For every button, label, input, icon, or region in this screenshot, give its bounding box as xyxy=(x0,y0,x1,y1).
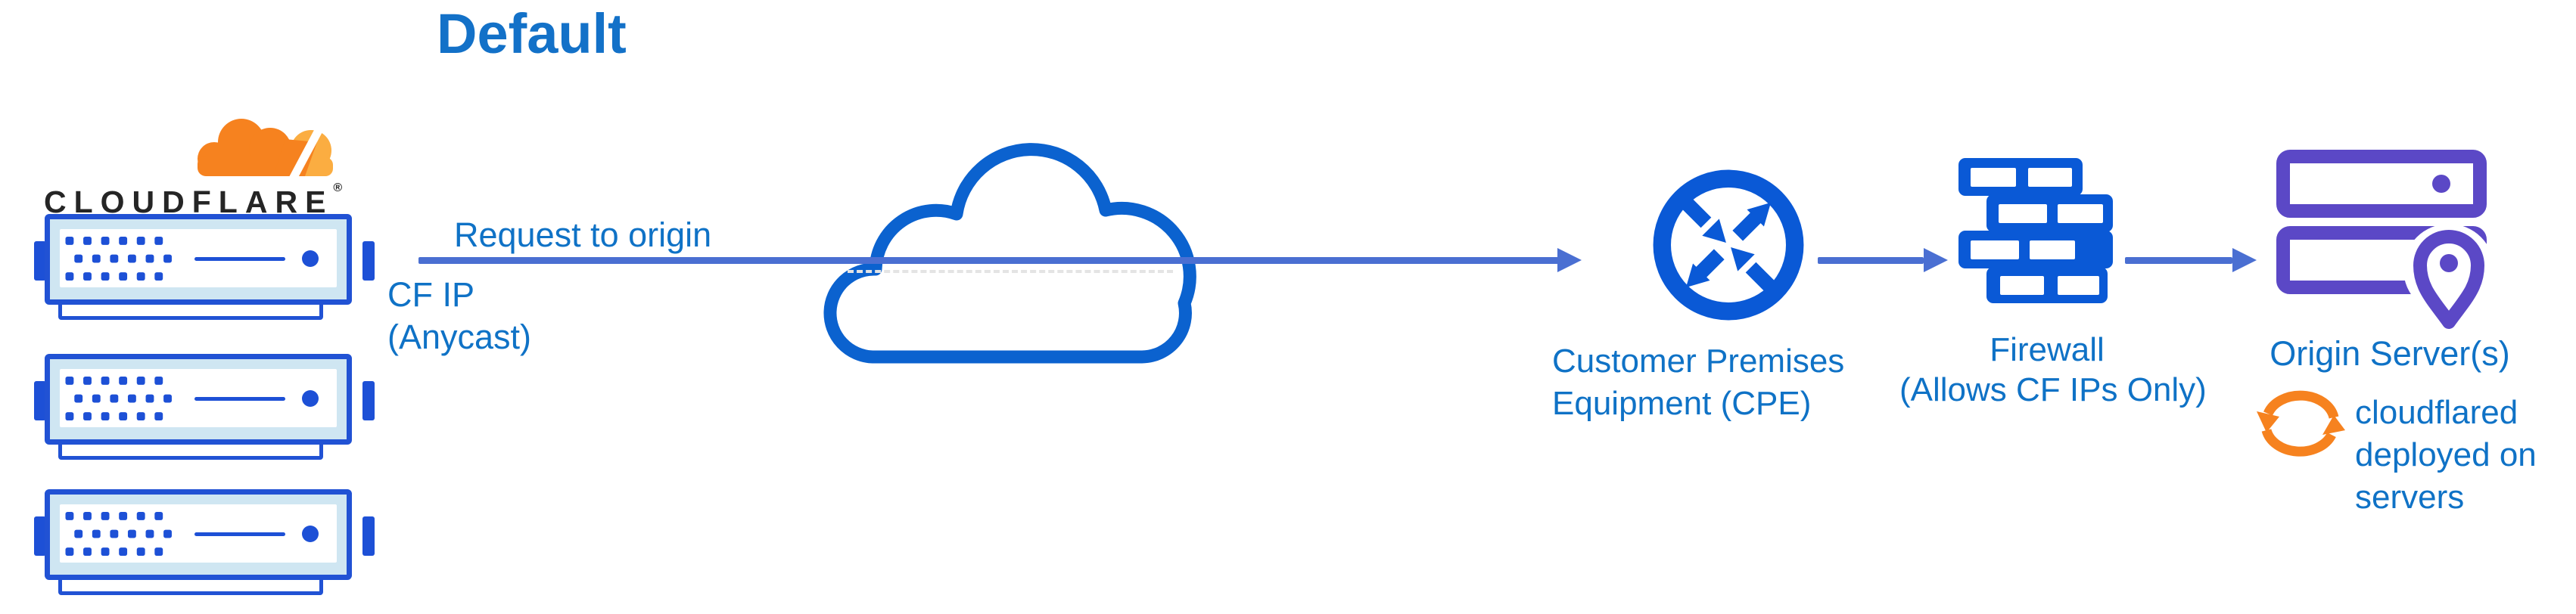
cloudflared-note: cloudflared deployed on servers xyxy=(2355,392,2537,519)
cpe-to-firewall-line xyxy=(1818,257,1924,264)
server-slot-line xyxy=(194,532,285,536)
server-body xyxy=(45,354,352,445)
registered-trademark: ® xyxy=(333,181,343,194)
server-led-dot xyxy=(302,526,319,542)
origin-server-icon xyxy=(2276,150,2491,329)
cloudflare-server-3 xyxy=(34,489,375,597)
server-vent-dots-icon xyxy=(65,377,172,420)
firewall-to-origin-arrowhead-icon xyxy=(2232,248,2257,272)
request-line xyxy=(418,257,1559,264)
server-body xyxy=(45,214,352,305)
diagram-title: Default xyxy=(437,2,627,65)
request-to-origin-label: Request to origin xyxy=(454,216,712,254)
firewall-label-line-2: (Allows CF IPs Only) xyxy=(1899,371,2207,408)
server-vent-dots-icon xyxy=(65,512,172,556)
origin-label: Origin Server(s) xyxy=(2270,334,2510,373)
cloudflare-server-2 xyxy=(34,354,375,461)
cloudflare-server-1 xyxy=(34,214,375,321)
cloudflare-logo-cloud-icon xyxy=(198,119,333,180)
cpe-label-line-1: Customer Premises xyxy=(1552,343,1845,380)
server-body xyxy=(45,489,352,580)
server-led-dot xyxy=(302,390,319,407)
cpe-label: Customer Premises Equipment (CPE) xyxy=(1552,340,1844,425)
cpe-to-firewall-arrowhead-icon xyxy=(1924,248,1948,272)
firewall-to-origin-line xyxy=(2125,257,2232,264)
cf-ip-line-2: (Anycast) xyxy=(387,318,532,356)
cloudflared-sync-icon xyxy=(2257,390,2345,457)
server-left-tab xyxy=(34,516,46,556)
cpe-router-icon xyxy=(1653,169,1804,321)
cloudflared-note-line-2: deployed on xyxy=(2355,436,2537,473)
server-faceplate xyxy=(60,369,337,427)
server-slot-line xyxy=(194,257,285,261)
server-faceplate xyxy=(60,504,337,563)
cpe-label-line-2: Equipment (CPE) xyxy=(1552,385,1812,422)
server-slot-line xyxy=(194,397,285,401)
internet-cloud-icon xyxy=(823,143,1196,364)
server-left-tab xyxy=(34,381,46,420)
cloudflare-wordmark-text: CLOUDFLARE xyxy=(44,185,334,219)
cloudflared-note-line-1: cloudflared xyxy=(2355,394,2518,431)
cf-ip-anycast-label: CF IP (Anycast) xyxy=(387,274,531,358)
server-led-dot xyxy=(302,250,319,267)
firewall-label-line-1: Firewall xyxy=(1990,331,2105,368)
server-faceplate xyxy=(60,229,337,287)
server-right-tab xyxy=(362,241,375,281)
cloudflared-note-line-3: servers xyxy=(2355,479,2465,516)
server-vent-dots-icon xyxy=(65,237,172,281)
firewall-label: Firewall (Allows CF IPs Only) xyxy=(1899,330,2207,410)
cloudflare-wordmark: CLOUDFLARE® xyxy=(44,181,362,220)
server-right-tab xyxy=(362,381,375,420)
firewall-brick-icon xyxy=(1958,158,2113,303)
server-right-tab xyxy=(362,516,375,556)
cf-ip-line-1: CF IP xyxy=(387,275,475,314)
request-arrowhead-icon xyxy=(1557,248,1582,272)
cloud-backdrop-dashed-line xyxy=(848,270,1173,273)
server-left-tab xyxy=(34,241,46,281)
